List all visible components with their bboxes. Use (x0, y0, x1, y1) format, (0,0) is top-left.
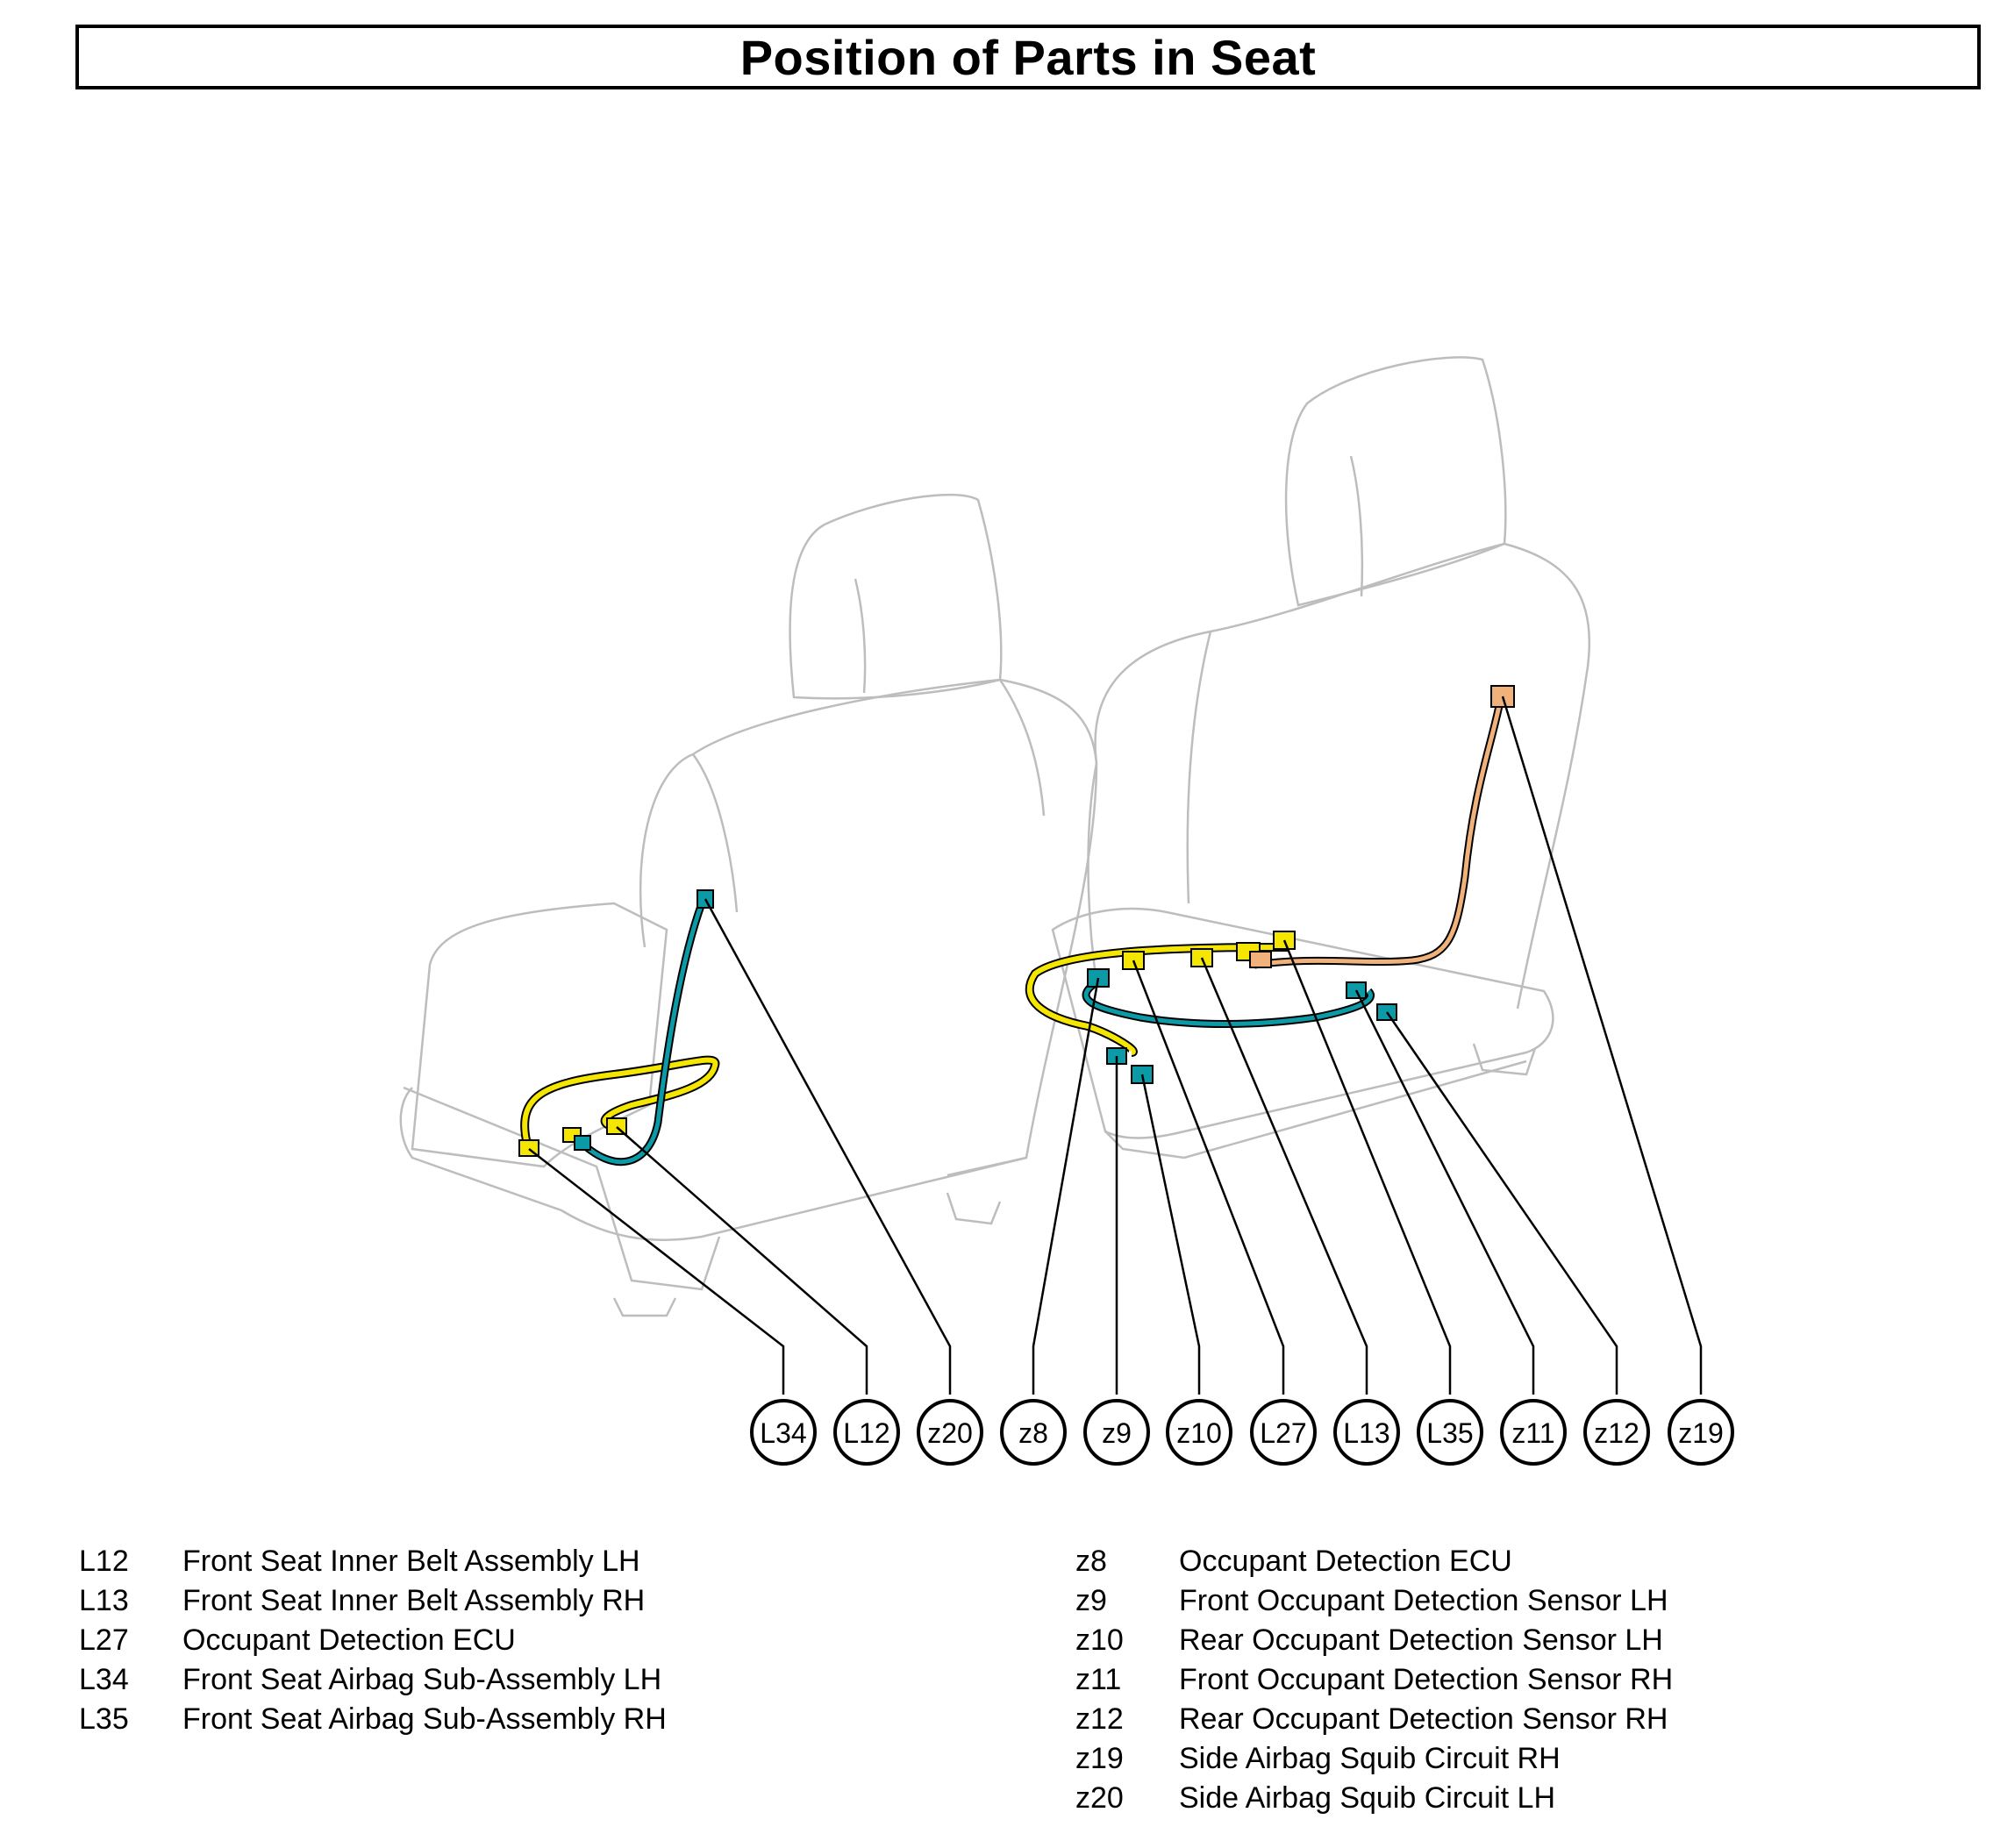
legend-item: z8 Occupant Detection ECU (1075, 1542, 1673, 1581)
left-backrest (639, 678, 1098, 1177)
callout-label: L13 (1343, 1417, 1389, 1449)
callout-L27: L27 (1250, 1399, 1317, 1466)
legend-desc: Front Seat Inner Belt Assembly RH (182, 1584, 646, 1617)
title-box: Position of Parts in Seat (75, 25, 1981, 89)
right-harness (1025, 701, 1504, 1057)
callout-label: z19 (1678, 1417, 1724, 1449)
seat-diagram: L34 L12 z20 z8 z9 z10 L27 L13 (399, 356, 1734, 1466)
legend-item: z12 Rear Occupant Detection Sensor RH (1075, 1700, 1673, 1739)
legend-item: L35 Front Seat Airbag Sub-Assembly RH (79, 1700, 667, 1739)
legend-desc: Side Airbag Squib Circuit RH (1179, 1742, 1561, 1775)
right-connectors (1087, 685, 1515, 1084)
legend-code: z20 (1075, 1781, 1124, 1815)
callout-label: z11 (1511, 1417, 1554, 1449)
callout-z9: z9 (1083, 1399, 1150, 1466)
callout-z12: z12 (1583, 1399, 1650, 1466)
callout-label: z10 (1176, 1417, 1222, 1449)
legend-desc: Front Seat Inner Belt Assembly LH (182, 1545, 640, 1578)
legend-code: z8 (1075, 1545, 1107, 1578)
legend-desc: Occupant Detection ECU (1179, 1545, 1512, 1578)
legend-item: z10 Rear Occupant Detection Sensor LH (1075, 1621, 1673, 1660)
legend-code: z9 (1075, 1584, 1107, 1617)
right-seat (1051, 356, 1591, 1159)
left-cushion (411, 902, 668, 1168)
legend-item: L34 Front Seat Airbag Sub-Assembly LH (79, 1660, 667, 1700)
callout-z10: z10 (1166, 1399, 1232, 1466)
callout-z19: z19 (1668, 1399, 1734, 1466)
left-harness (520, 902, 720, 1167)
callout-label: z12 (1594, 1417, 1639, 1449)
page-title: Position of Parts in Seat (739, 29, 1317, 85)
legend-desc: Side Airbag Squib Circuit LH (1179, 1781, 1556, 1815)
right-backrest (1094, 542, 1591, 1010)
legend-left: L12 Front Seat Inner Belt Assembly LH L1… (79, 1542, 667, 1739)
left-seat (399, 493, 1098, 1317)
callout-L34: L34 (750, 1399, 817, 1466)
legend-code: z12 (1075, 1702, 1124, 1736)
legend-code: L35 (79, 1702, 129, 1736)
legend-code: L27 (79, 1623, 129, 1657)
legend-item: z11 Front Occupant Detection Sensor RH (1075, 1660, 1673, 1700)
callout-label: z8 (1018, 1417, 1048, 1449)
callouts: L34 L12 z20 z8 z9 z10 L27 L13 (750, 1399, 1734, 1466)
legend-code: L13 (79, 1584, 129, 1617)
legend-code: z10 (1075, 1623, 1124, 1657)
left-headrest (789, 493, 1003, 700)
callout-label: L12 (843, 1417, 889, 1449)
legend-desc: Front Occupant Detection Sensor RH (1179, 1663, 1674, 1696)
legend-desc: Front Seat Airbag Sub-Assembly LH (182, 1663, 662, 1696)
legend-code: L12 (79, 1545, 129, 1578)
legend-code: z11 (1075, 1663, 1122, 1696)
legend-desc: Front Occupant Detection Sensor LH (1179, 1584, 1668, 1617)
legend-desc: Front Seat Airbag Sub-Assembly RH (182, 1702, 667, 1736)
legend-item: L12 Front Seat Inner Belt Assembly LH (79, 1542, 667, 1581)
legend-item: z20 Side Airbag Squib Circuit LH (1075, 1779, 1673, 1818)
legend-desc: Rear Occupant Detection Sensor LH (1179, 1623, 1663, 1657)
callout-label: L34 (760, 1417, 806, 1449)
callout-label: z9 (1102, 1417, 1132, 1449)
callout-L12: L12 (833, 1399, 900, 1466)
legend-item: L27 Occupant Detection ECU (79, 1621, 667, 1660)
right-headrest (1284, 356, 1507, 607)
callout-z11: z11 (1500, 1399, 1567, 1466)
callout-z20: z20 (917, 1399, 983, 1466)
callout-z8: z8 (1000, 1399, 1067, 1466)
right-cushion (1051, 907, 1554, 1139)
callout-label: L35 (1426, 1417, 1473, 1449)
legend-right: z8 Occupant Detection ECU z9 Front Occup… (1075, 1542, 1673, 1818)
legend-code: z19 (1075, 1742, 1124, 1775)
legend-item: z9 Front Occupant Detection Sensor LH (1075, 1581, 1673, 1621)
callout-L35: L35 (1417, 1399, 1483, 1466)
callout-label: L27 (1260, 1417, 1306, 1449)
callout-L13: L13 (1333, 1399, 1400, 1466)
legend-item: L13 Front Seat Inner Belt Assembly RH (79, 1581, 667, 1621)
connector-z19 (1490, 685, 1515, 708)
callout-label: z20 (927, 1417, 973, 1449)
legend-code: L34 (79, 1663, 129, 1696)
left-connectors (518, 889, 714, 1157)
legend-desc: Occupant Detection ECU (182, 1623, 516, 1657)
legend-item: z19 Side Airbag Squib Circuit RH (1075, 1739, 1673, 1779)
leader-lines (528, 696, 1703, 1395)
legend-desc: Rear Occupant Detection Sensor RH (1179, 1702, 1668, 1736)
